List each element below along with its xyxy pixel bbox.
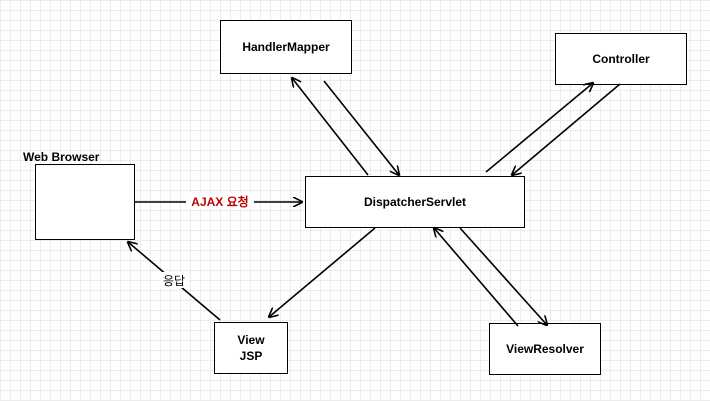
edge-ajax-request-label: AJAX 요청 [191, 194, 248, 209]
node-handler-mapper-label: HandlerMapper [242, 40, 330, 54]
node-controller: Controller [555, 33, 687, 85]
edge-controller-to-dispatcher [512, 83, 621, 175]
node-view-label-line1: View [237, 333, 265, 347]
node-view: View JSP [214, 322, 288, 374]
node-view-label-line2: JSP [240, 349, 263, 363]
node-dispatcher-servlet-label: DispatcherServlet [364, 195, 466, 209]
node-dispatcher-servlet: DispatcherServlet [305, 176, 525, 228]
edge-handler-mapper-to-dispatcher [323, 80, 399, 175]
node-web-browser: Web Browser [23, 150, 135, 240]
node-handler-mapper: HandlerMapper [220, 20, 352, 74]
edge-ajax-label-bg [186, 193, 254, 209]
node-view-resolver-label: ViewResolver [506, 342, 584, 356]
edge-dispatcher-to-handler-mapper [292, 78, 369, 176]
node-web-browser-label: Web Browser [23, 150, 100, 164]
edge-dispatcher-to-view [269, 227, 376, 317]
edge-dispatcher-to-controller [485, 83, 593, 173]
edge-response-label-bg [160, 272, 188, 288]
edge-response-label: 응답 [163, 274, 185, 288]
edge-dispatcher-to-view-resolver [459, 227, 547, 325]
node-controller-label: Controller [592, 52, 650, 66]
edge-view-resolver-to-dispatcher [434, 228, 519, 327]
node-view-resolver: ViewResolver [489, 323, 601, 375]
